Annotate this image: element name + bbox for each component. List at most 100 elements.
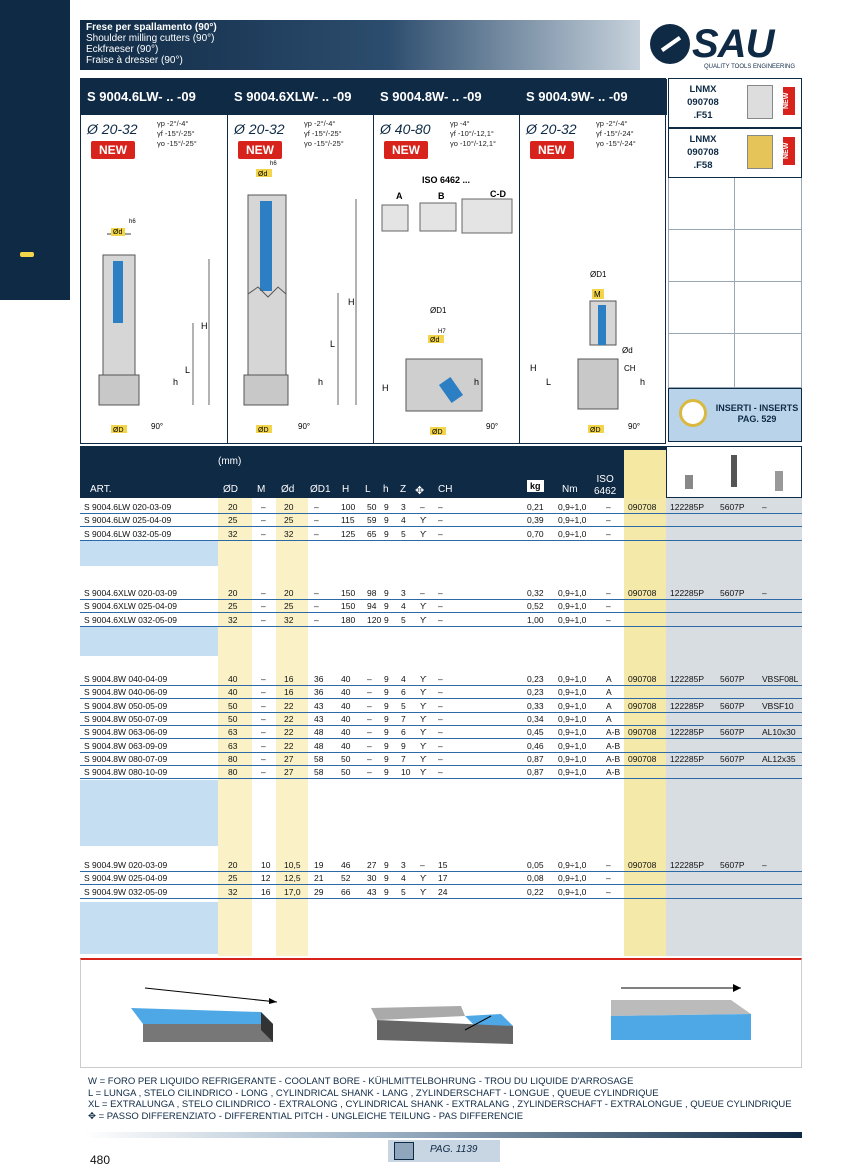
table-cell: – [606,873,611,884]
table-cell: 090708 [628,700,657,711]
table-cell: 090708 [628,502,657,512]
table-cell: 12 [261,873,271,884]
tool-column-8w: S 9004.8W- .. -09 Ø 40-80 γp -4°γf -10°/… [374,79,520,443]
table-cell: A [606,713,612,724]
table-cell: – [420,588,425,598]
svg-text:H: H [348,297,355,307]
table-cell: A-B [606,753,621,764]
page-header: Frese per spallamento (90°) Shoulder mil… [80,20,640,70]
table-cell: 80 [228,767,238,778]
table-cell: 10 [401,767,411,778]
tool-code: S 9004.9W- .. -09 [520,79,667,115]
logo-brand: SAU [692,22,774,66]
table-cell: 36 [314,687,324,698]
table-cell: 10,5 [284,860,301,870]
table-cell: 0,87 [527,753,544,764]
table-cell: 50 [341,753,351,764]
bolt-icon [775,471,783,491]
legend: W = FORO PER LIQUIDO REFRIGERANTE - COOL… [88,1076,792,1122]
table-cell: – [261,687,266,698]
table-cell: – [438,753,443,764]
table-cell: 122285P [670,700,705,711]
table-cell: 0,9÷1,0 [558,767,587,778]
table-cell: 40 [341,674,351,684]
tool-drawing-6xlw: Ød h6 H L h ØD 90° [243,161,357,434]
table-cell: – [606,515,611,526]
tool-code: S 9004.6LW- .. -09 [81,79,227,115]
article-code: S 9004.6LW 032-05-09 [84,528,172,539]
table-cell: 1,00 [527,614,544,625]
table-cell: – [367,674,372,684]
table-cell: 48 [314,740,324,751]
table-cell: 20 [284,588,294,598]
new-badge: NEW [783,137,795,165]
table-cell: ϒ [420,727,427,738]
table-cell: – [314,614,319,625]
table-cell: 9 [384,753,389,764]
col-od1: ØD1 [310,484,331,495]
title-en: Shoulder milling cutters (90°) [86,33,215,44]
title-fr: Fraise à dresser (90°) [86,55,183,66]
table-cell: 9 [384,767,389,778]
tool-diameter: Ø 40-80 [380,121,431,137]
tool-diameter: Ø 20-32 [234,121,285,137]
article-code: S 9004.8W 080-07-09 [84,753,168,764]
svg-text:h: h [173,377,178,387]
table-cell: – [438,515,443,526]
article-code: S 9004.6LW 025-04-09 [84,515,172,526]
col-ch: CH [438,484,453,495]
table-cell: – [606,601,611,612]
table-cell: 090708 [628,674,657,684]
table-cell: 94 [367,601,377,612]
table-cell: 22 [284,713,294,724]
footer-line [84,1132,802,1138]
table-cell: 50 [228,713,238,724]
table-cell: 115 [341,515,355,526]
col-hs: h [383,484,389,495]
table-cell: 0,9÷1,0 [558,687,587,698]
svg-text:Ød: Ød [430,337,439,344]
table-cell: 16 [284,674,294,684]
tool-drawings: S 9004.6LW- .. -09 Ø 20-32 γp -2°/-4°γf … [80,78,667,444]
table-cell: 6 [401,687,406,698]
table-cell: – [438,713,443,724]
table-cell: 50 [228,700,238,711]
table-cell: ϒ [420,713,427,724]
table-cell: 0,23 [527,687,544,698]
tool-angles: γp -2°/-4°γf -15°/-25°γo -15°/-25° [157,119,197,148]
col-h: H [342,484,350,495]
table-cell: 25 [228,873,238,884]
table-cell: 27 [284,753,294,764]
legend-xl: XL = EXTRALUNGA , STELO CILINDRICO - EXT… [88,1099,792,1110]
svg-text:h: h [318,377,323,387]
table-cell: 9 [384,528,389,539]
table-cell: 122285P [670,860,705,870]
table-cell: 9 [401,740,406,751]
table-cell: 22 [284,740,294,751]
new-badge: NEW [384,141,428,159]
insert-image [747,135,773,169]
torque-label: Nm [562,484,578,495]
table-cell: – [438,740,443,751]
table-cell: 48 [314,727,324,738]
tool-column-6lw: S 9004.6LW- .. -09 Ø 20-32 γp -2°/-4°γf … [81,79,228,443]
table-cell: 5607P [720,700,745,711]
page-reference-link[interactable]: PAG. 1139 [388,1140,500,1162]
table-cell: 5 [401,614,406,625]
svg-text:Ød: Ød [622,346,633,355]
table-cell: 7 [401,713,406,724]
table-cell: A-B [606,767,621,778]
table-cell: – [261,502,266,512]
table-cell: 100 [341,502,356,512]
table-cell: 9 [384,588,389,598]
svg-text:L: L [330,339,335,349]
table-cell: 9 [384,614,389,625]
insert-image [747,85,773,119]
